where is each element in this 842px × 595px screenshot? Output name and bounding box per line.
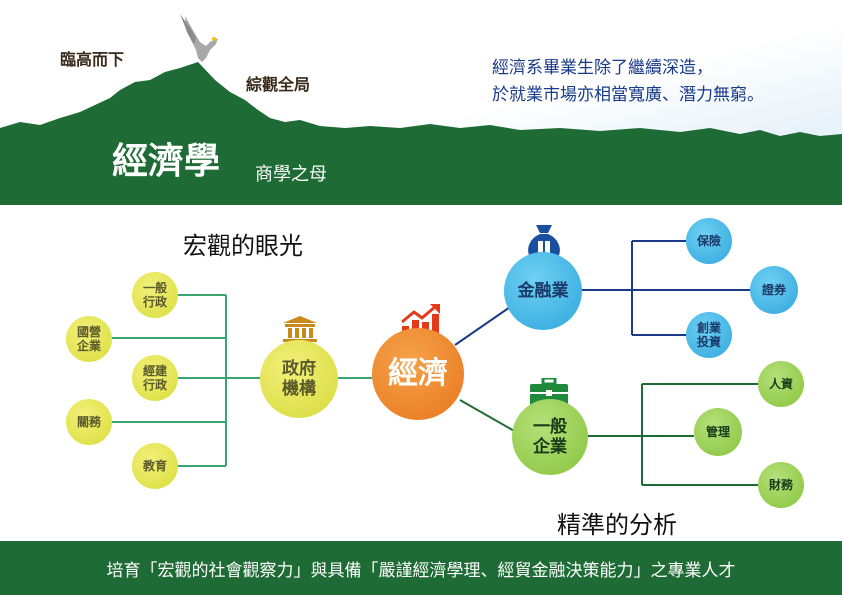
business-leaf-finance: 財務 bbox=[758, 462, 804, 508]
slogan-line-1: 經濟系畢業生除了繼續深造， bbox=[492, 58, 713, 78]
peak-left-caption: 臨高而下 bbox=[60, 50, 125, 69]
finance-hub: 金融業 bbox=[504, 252, 582, 330]
eagle-icon bbox=[180, 14, 218, 62]
main-title: 經濟學 bbox=[112, 141, 221, 182]
gov-leaf-state-enterprise: 國營企業 bbox=[66, 316, 112, 362]
government-connectors bbox=[112, 294, 375, 467]
peak-right-caption: 綜觀全局 bbox=[246, 75, 311, 94]
footer-banner: 培育「宏觀的社會觀察力」與具備「嚴謹經濟學理、經貿金融決策能力」之專業人才 bbox=[0, 541, 842, 595]
slogan-line-2: 於就業市場亦相當寬廣、潛力無窮。 bbox=[492, 85, 764, 105]
business-hub: 一般企業 bbox=[512, 399, 588, 475]
business-leaf-hr: 人資 bbox=[758, 361, 804, 407]
macro-heading: 宏觀的眼光 bbox=[183, 232, 303, 260]
precise-heading: 精準的分析 bbox=[557, 511, 677, 539]
business-connectors bbox=[459, 383, 758, 486]
center-node-economics: 經濟 bbox=[372, 328, 464, 420]
hero-banner bbox=[0, 0, 842, 205]
finance-connectors bbox=[454, 240, 758, 346]
building-icon bbox=[283, 316, 317, 342]
sub-title: 商學之母 bbox=[255, 164, 327, 185]
gov-leaf-economic-admin: 經建行政 bbox=[132, 355, 178, 401]
finance-leaf-venture-capital: 創業投資 bbox=[686, 312, 732, 358]
gov-leaf-education: 教育 bbox=[132, 443, 178, 489]
gov-leaf-general-admin: 一般行政 bbox=[132, 272, 178, 318]
mountain-range bbox=[0, 62, 842, 205]
finance-leaf-insurance: 保險 bbox=[686, 218, 732, 264]
gov-leaf-customs: 關務 bbox=[66, 399, 112, 445]
government-hub: 政府機構 bbox=[260, 340, 338, 418]
finance-leaf-securities: 證券 bbox=[750, 266, 798, 314]
footer-text: 培育「宏觀的社會觀察力」與具備「嚴謹經濟學理、經貿金融決策能力」之專業人才 bbox=[106, 560, 736, 581]
business-leaf-management: 管理 bbox=[694, 408, 742, 456]
